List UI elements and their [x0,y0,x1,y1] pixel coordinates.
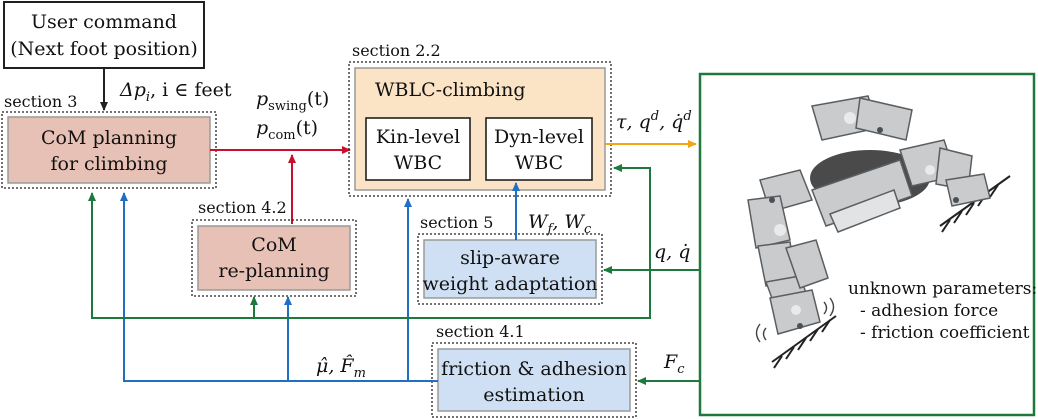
com-planning-block: CoM planning for climbing [7,116,211,184]
section-4-2-label: section 4.2 [198,198,287,217]
p-com-label: pcom(t) [256,117,318,143]
contact-force-label: Fc [663,351,685,377]
section-3-label: section 3 [4,92,77,111]
section-5-frame [417,233,603,305]
com-planning-line2: for climbing [50,153,167,175]
dyn-wbc-block: Dyn-level WBC [485,117,593,181]
friction-line1: friction & adhesion [441,358,627,380]
kin-wbc-line1: Kin-level [376,126,460,148]
com-planning-line1: CoM planning [41,127,177,149]
section-2-2-label: section 2.2 [352,41,441,60]
dyn-wbc-line2: WBC [515,152,563,174]
section-4-1-frame [431,342,637,418]
estimate-to-com-planning-arrow [120,192,438,382]
user-command-box: User command (Next foot position) [3,1,205,69]
friction-estimation-block: friction & adhesion estimation [437,348,631,412]
ground-hatch-lower [771,315,837,369]
torque-label: τ, qd, q̇d [616,109,692,133]
climbing-robot-illustration [747,95,1011,369]
unknown-params-title: unknown parameters: [848,279,1037,299]
unknown-param-adhesion: - adhesion force [860,301,998,321]
wblc-title: WBLC-climbing [375,79,526,101]
com-replanning-line2: re-planning [218,260,329,282]
delta-p-label: Δpi, i ∈ feet [119,79,232,105]
slip-aware-line2: weight adaptation [423,273,598,295]
slip-aware-block: slip-aware weight adaptation [423,239,598,299]
mu-fm-label: μ̂, F̂m [316,355,366,381]
user-command-line2: (Next foot position) [10,38,198,60]
section-5-label: section 5 [420,213,493,232]
user-command-line1: User command [31,11,177,33]
unknown-param-friction: - friction coefficient [860,323,1030,343]
p-swing-label: pswing(t) [256,88,329,114]
com-replanning-line1: CoM [251,234,296,256]
kin-wbc-line2: WBC [394,152,442,174]
section-4-1-label: section 4.1 [436,322,525,341]
friction-line2: estimation [483,384,584,406]
weight-label: Wf, Wc [528,211,592,237]
slip-aware-line1: slip-aware [460,247,560,269]
state-to-com-planning-arrow [88,192,700,319]
wblc-block: WBLC-climbing Kin-level WBC Dyn-level WB… [354,67,606,191]
section-4-2-frame [191,219,357,297]
state-to-wblc-arrow [613,164,651,270]
section-2-2-frame [348,61,612,197]
kin-wbc-block: Kin-level WBC [365,117,471,181]
state-label: q, q̇ [654,241,690,263]
dyn-wbc-line1: Dyn-level [494,126,584,148]
com-replanning-block: CoM re-planning [197,225,351,291]
